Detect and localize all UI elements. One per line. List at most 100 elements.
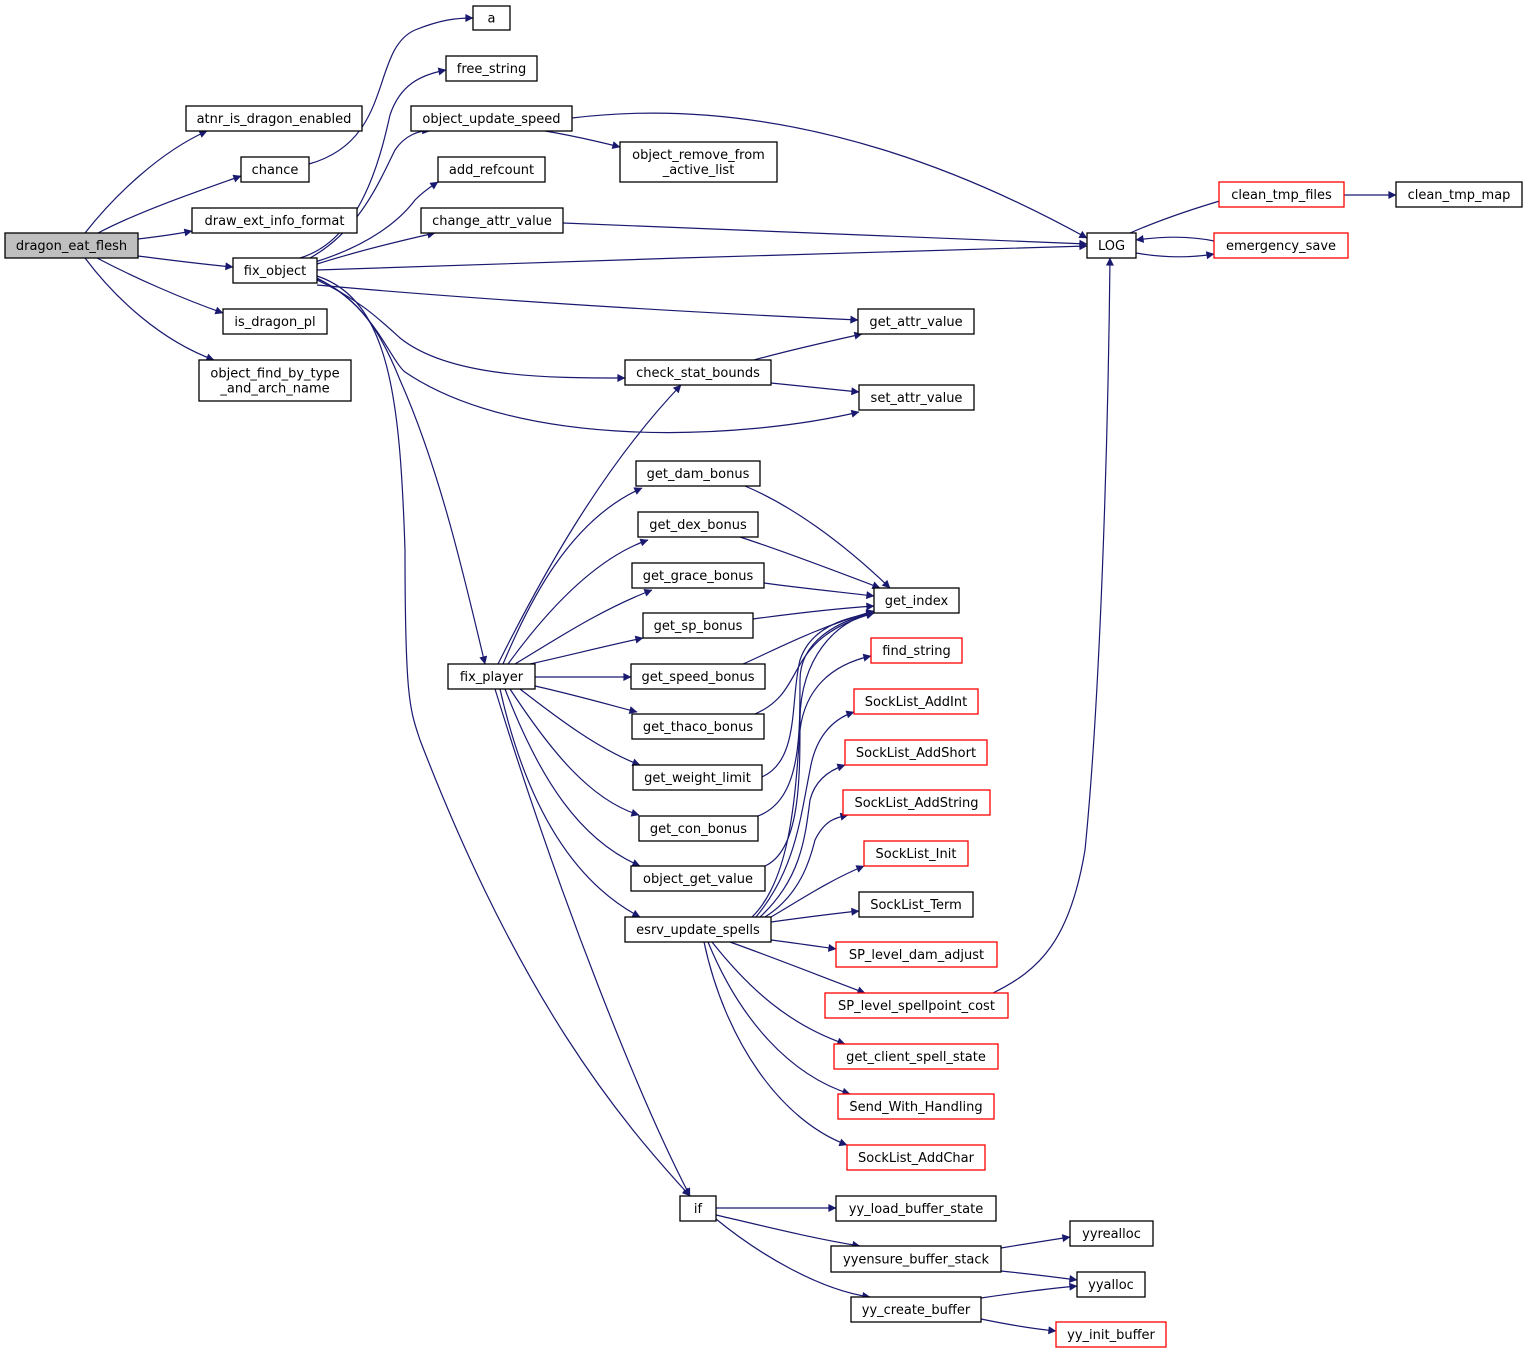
function-node-clean_tmp_map[interactable]: clean_tmp_map <box>1395 181 1523 208</box>
node-box <box>222 308 328 335</box>
function-node-yy_create_buffer[interactable]: yy_create_buffer <box>850 1296 982 1323</box>
call-edge-yy_create_buffer-to-yy_init_buffer <box>980 1318 1057 1335</box>
function-node-SockList_AddInt[interactable]: SockList_AddInt <box>853 688 979 715</box>
node-label: get_dex_bonus <box>649 518 747 533</box>
node-box <box>637 511 759 538</box>
call-edge-esrv_update_spells-to-SockList_AddShort <box>759 763 846 918</box>
call-edge-fix_player-to-object_get_value <box>504 688 641 867</box>
function-node-fix_player[interactable]: fix_player <box>447 663 536 690</box>
node-label: Send_With_Handling <box>849 1100 982 1115</box>
function-node-if[interactable]: if <box>679 1195 717 1222</box>
function-node-yy_load_buffer_state[interactable]: yy_load_buffer_state <box>835 1195 997 1222</box>
function-node-yy_init_buffer[interactable]: yy_init_buffer <box>1055 1321 1167 1348</box>
call-edge-dragon_eat_flesh-to-chance <box>97 174 242 234</box>
node-label: yy_init_buffer <box>1067 1328 1155 1343</box>
call-edge-check_stat_bounds-to-get_attr_value <box>753 331 863 361</box>
call-edge-change_attr_value-to-LOG <box>562 222 1088 248</box>
function-node-SockList_AddString[interactable]: SockList_AddString <box>842 789 991 816</box>
function-node-get_con_bonus[interactable]: get_con_bonus <box>638 815 759 842</box>
call-edge-fix_player-to-if <box>494 688 691 1197</box>
function-node-get_speed_bonus[interactable]: get_speed_bonus <box>630 663 766 690</box>
node-label: chance <box>252 163 299 178</box>
function-node-SP_level_spellpoint_cost[interactable]: SP_level_spellpoint_cost <box>824 992 1009 1019</box>
node-label: get_speed_bonus <box>641 670 754 685</box>
function-node-add_refcount[interactable]: add_refcount <box>437 156 546 183</box>
function-node-get_client_spell_state[interactable]: get_client_spell_state <box>833 1043 999 1070</box>
node-label: yyrealloc <box>1082 1227 1141 1242</box>
node-label: yyalloc <box>1088 1278 1134 1293</box>
function-node-get_dex_bonus[interactable]: get_dex_bonus <box>637 511 759 538</box>
node-box <box>833 1043 999 1070</box>
function-node-clean_tmp_files[interactable]: clean_tmp_files <box>1218 181 1345 208</box>
function-node-esrv_update_spells[interactable]: esrv_update_spells <box>624 916 772 943</box>
node-label: a <box>488 12 496 27</box>
node-box <box>4 232 139 259</box>
function-node-LOG[interactable]: LOG <box>1086 232 1137 259</box>
function-node-SockList_Init[interactable]: SockList_Init <box>863 840 969 867</box>
node-label: SockList_AddInt <box>865 695 967 710</box>
node-label: object_find_by_type <box>210 367 339 382</box>
function-node-Send_With_Handling[interactable]: Send_With_Handling <box>837 1093 995 1120</box>
function-node-yyensure_buffer_stack[interactable]: yyensure_buffer_stack <box>830 1245 1002 1273</box>
node-box <box>437 156 546 183</box>
node-label: SP_level_dam_adjust <box>849 948 984 963</box>
node-box <box>1218 181 1345 208</box>
function-node-set_attr_value[interactable]: set_attr_value <box>858 384 975 411</box>
function-node-is_dragon_pl[interactable]: is_dragon_pl <box>222 308 328 335</box>
function-node-get_weight_limit[interactable]: get_weight_limit <box>632 764 763 791</box>
node-box <box>853 688 979 715</box>
node-box <box>240 156 310 183</box>
function-node-object_update_speed[interactable]: object_update_speed <box>410 105 573 132</box>
node-box <box>1213 232 1349 259</box>
function-node-check_stat_bounds[interactable]: check_stat_bounds <box>624 359 772 386</box>
node-box <box>858 384 975 411</box>
function-node-yyrealloc[interactable]: yyrealloc <box>1069 1220 1154 1247</box>
function-node-SP_level_dam_adjust[interactable]: SP_level_dam_adjust <box>835 941 998 968</box>
node-box <box>857 308 975 335</box>
function-node-get_sp_bonus[interactable]: get_sp_bonus <box>642 612 754 639</box>
function-node-dragon_eat_flesh[interactable]: dragon_eat_flesh <box>4 232 139 259</box>
call-edge-get_dam_bonus-to-get_index <box>744 485 891 589</box>
function-node-object_remove_from_active_list[interactable]: object_remove_from_active_list <box>619 141 778 183</box>
node-box <box>1395 181 1523 208</box>
function-node-atnr_is_dragon_enabled[interactable]: atnr_is_dragon_enabled <box>185 105 363 132</box>
call-edge-dragon_eat_flesh-to-is_dragon_pl <box>96 257 224 315</box>
function-node-yyalloc[interactable]: yyalloc <box>1076 1271 1146 1298</box>
call-edge-fix_player-to-get_sp_bonus <box>529 635 644 665</box>
function-node-get_index[interactable]: get_index <box>873 587 960 614</box>
function-node-emergency_save[interactable]: emergency_save <box>1213 232 1349 259</box>
node-label: atnr_is_dragon_enabled <box>197 112 352 127</box>
node-box <box>679 1195 717 1222</box>
function-node-get_thaco_bonus[interactable]: get_thaco_bonus <box>631 713 765 740</box>
node-box <box>410 105 573 132</box>
function-node-change_attr_value[interactable]: change_attr_value <box>420 207 564 234</box>
function-node-SockList_Term[interactable]: SockList_Term <box>858 891 974 918</box>
call-edge-fix_object-to-fix_player <box>316 277 488 665</box>
function-node-free_string[interactable]: free_string <box>445 55 538 82</box>
node-label: esrv_update_spells <box>636 923 760 938</box>
function-node-chance[interactable]: chance <box>240 156 310 183</box>
node-label: SockList_Term <box>870 898 962 913</box>
function-node-object_get_value[interactable]: object_get_value <box>630 865 766 892</box>
function-node-object_find_by_type_and_arch_name[interactable]: object_find_by_type_and_arch_name <box>198 359 352 402</box>
function-node-fix_object[interactable]: fix_object <box>232 257 318 284</box>
function-node-get_attr_value[interactable]: get_attr_value <box>857 308 975 335</box>
function-node-SockList_AddChar[interactable]: SockList_AddChar <box>846 1144 986 1171</box>
function-node-SockList_AddShort[interactable]: SockList_AddShort <box>844 739 988 766</box>
call-edge-esrv_update_spells-to-find_string <box>751 653 872 918</box>
function-node-a[interactable]: a <box>472 5 511 31</box>
function-node-find_string[interactable]: find_string <box>870 637 963 664</box>
node-label: free_string <box>457 62 526 77</box>
call-edge-object_update_speed-to-LOG <box>571 112 1088 239</box>
function-node-get_dam_bonus[interactable]: get_dam_bonus <box>635 460 761 487</box>
call-edge-emergency_save-to-LOG <box>1135 234 1215 243</box>
call-edge-fix_player-to-check_stat_bounds <box>497 384 682 665</box>
call-edge-esrv_update_spells-to-SP_level_dam_adjust <box>770 939 837 952</box>
node-box <box>835 1195 997 1222</box>
node-box <box>198 359 352 402</box>
node-label: object_update_speed <box>422 112 560 127</box>
node-box <box>835 941 998 968</box>
function-node-draw_ext_info_format[interactable]: draw_ext_info_format <box>191 207 358 234</box>
function-node-get_grace_bonus[interactable]: get_grace_bonus <box>631 562 765 589</box>
node-layer: dragon_eat_flesh atnr_is_dragon_enabledch… <box>4 5 1523 1348</box>
